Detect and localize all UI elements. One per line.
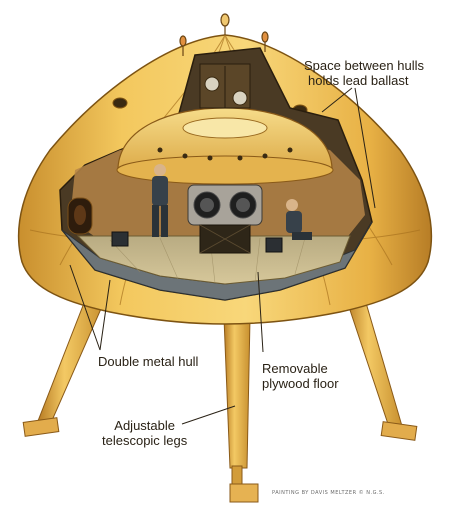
hatch-doorway — [67, 197, 93, 235]
antennas — [179, 13, 269, 56]
label-plywood-floor-line1: Removable — [262, 361, 328, 376]
crew-member-left — [152, 164, 168, 237]
label-lead-ballast-line2: holds lead ballast — [308, 73, 409, 88]
instrument-dome — [116, 107, 334, 185]
crew-member-right — [286, 199, 312, 240]
painting-credit: PAINTING BY DAVIS MELTZER © N.G.S. — [272, 490, 385, 496]
label-lead-ballast: Space between hulls holds lead ballast — [304, 58, 424, 88]
telescopic-leg-left — [22, 297, 105, 437]
leader-lines — [69, 87, 376, 425]
upper-instruments — [199, 63, 251, 109]
telescopic-leg-center — [223, 317, 259, 503]
label-double-metal-hull: Double metal hull — [98, 354, 198, 369]
equipment-box — [111, 231, 129, 247]
label-lead-ballast-line1: Space between hulls — [304, 58, 424, 73]
viewport-module — [187, 184, 263, 254]
label-telescopic-legs-line2: telescopic legs — [102, 433, 188, 448]
label-double-metal-hull-line1: Double metal hull — [98, 354, 199, 369]
label-plywood-floor: Removable plywood floor — [262, 361, 339, 391]
label-telescopic-legs: Adjustable telescopic legs — [102, 418, 187, 448]
telescopic-leg-right — [345, 295, 418, 441]
label-plywood-floor-line2: plywood floor — [262, 376, 339, 391]
label-telescopic-legs-line1: Adjustable — [114, 418, 175, 433]
